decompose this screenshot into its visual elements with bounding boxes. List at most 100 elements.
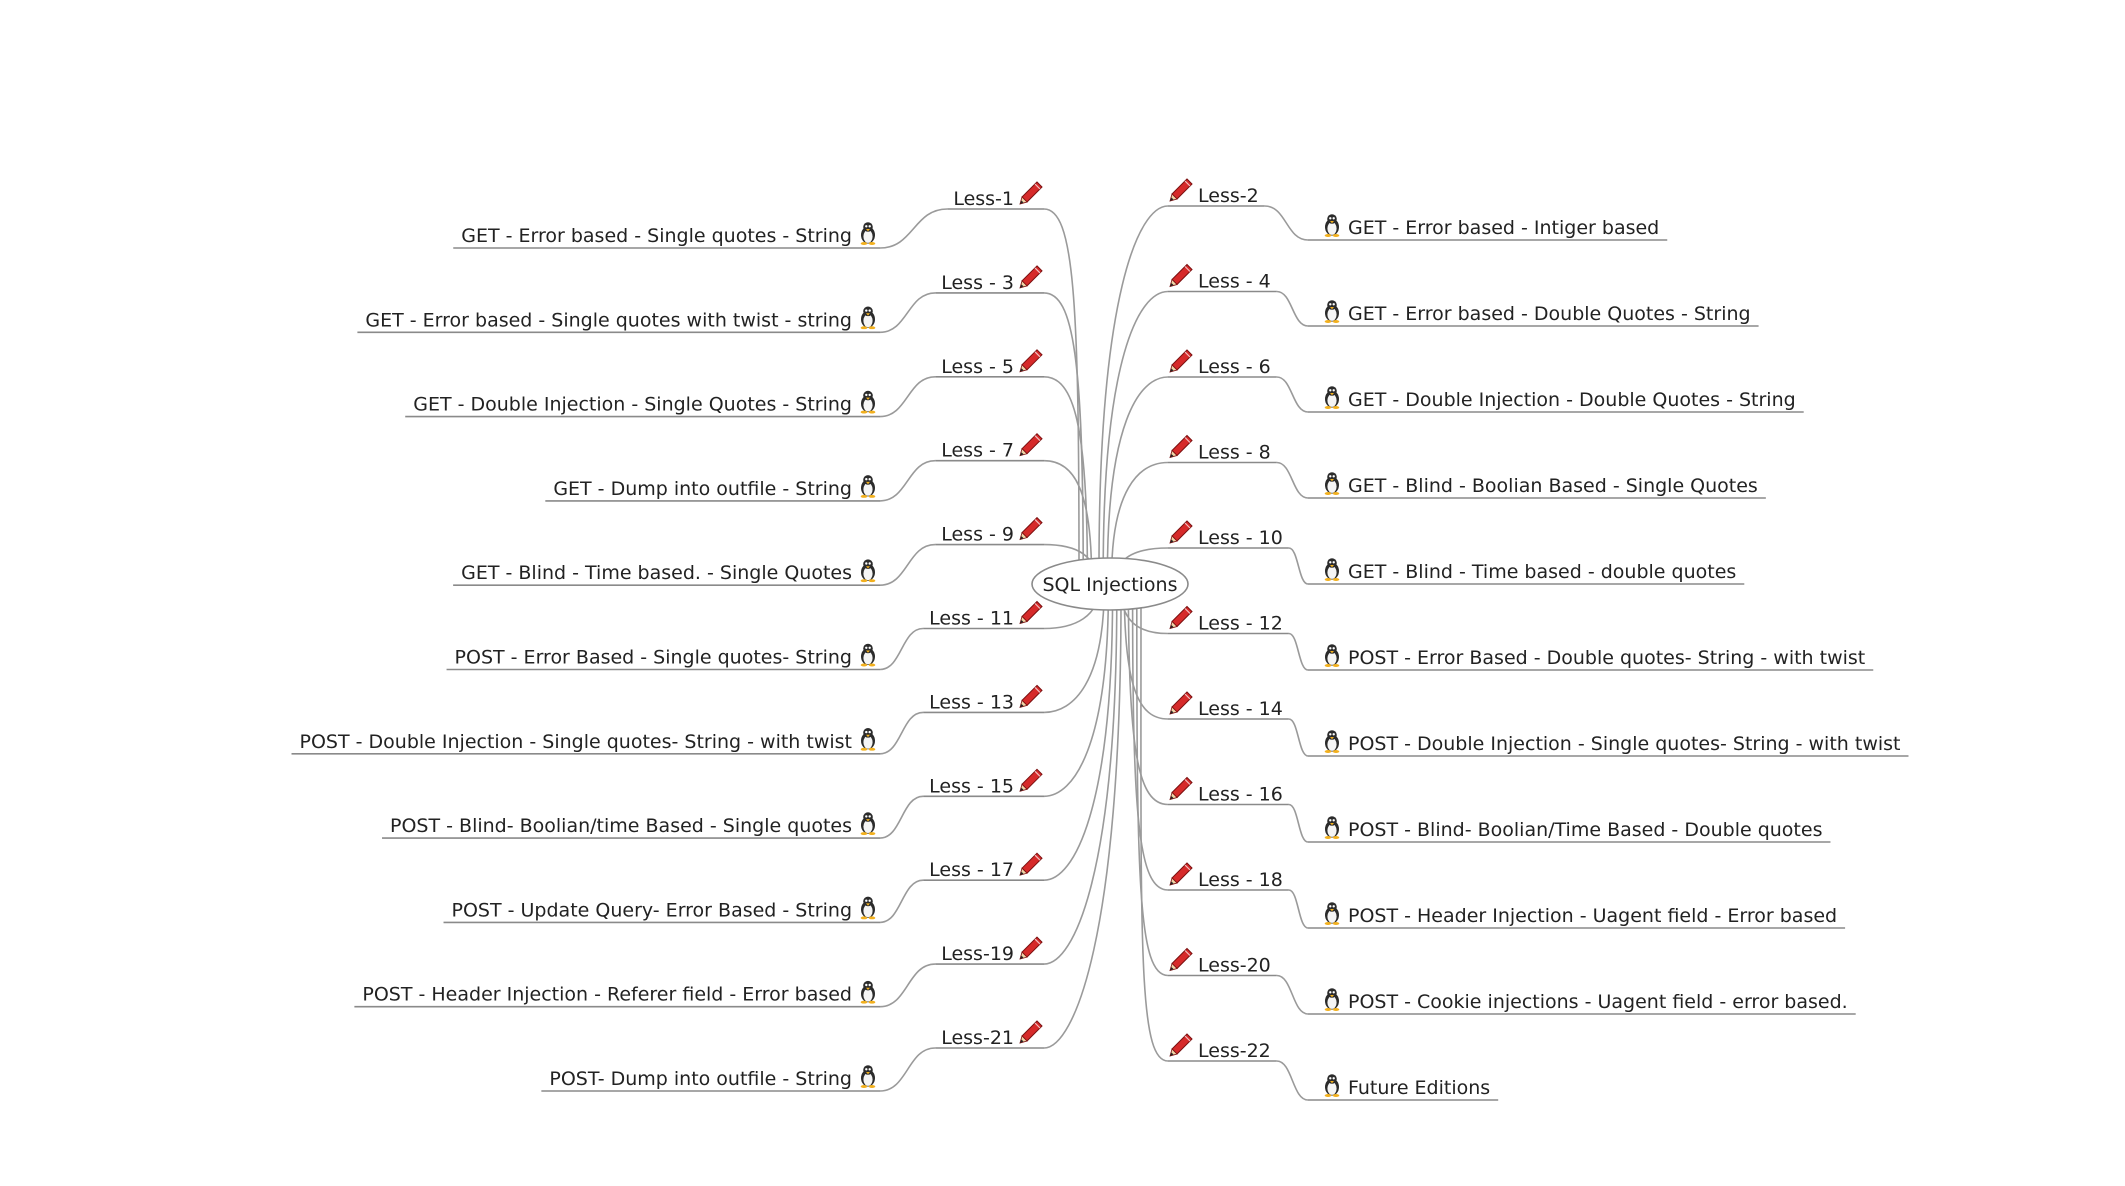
root-node-outline xyxy=(1031,557,1189,611)
red-pencil-icon xyxy=(1019,936,1043,960)
topic-label: GET - Error based - Intiger based xyxy=(1348,217,1659,239)
lesson-label: Less - 17 xyxy=(929,859,1014,881)
branch-connectors xyxy=(879,205,1309,1101)
tux-penguin-icon xyxy=(1324,472,1340,495)
topic-label: GET - Double Injection - Single Quotes -… xyxy=(413,394,852,416)
red-pencil-icon xyxy=(1019,852,1043,876)
lesson-to-topic-connector xyxy=(879,376,936,418)
lesson-label: Less - 14 xyxy=(1198,698,1283,720)
red-pencil-icon xyxy=(1019,768,1043,792)
branch-right-2[interactable]: Less - 4 GET - Error based - Double Quote… xyxy=(1168,263,1759,327)
lesson-label: Less - 4 xyxy=(1198,271,1271,293)
red-pencil-icon xyxy=(1019,600,1043,625)
red-pencil-icon xyxy=(1169,605,1193,630)
tux-penguin-icon xyxy=(1324,730,1340,753)
topic-label: POST - Double Injection - Single quotes-… xyxy=(1348,733,1900,755)
root-node[interactable]: SQL Injections xyxy=(1031,557,1189,611)
branch-left-3[interactable]: Less - 5 GET - Double Injection - Single … xyxy=(405,349,1044,418)
lesson-to-topic-connector xyxy=(879,543,936,586)
lesson-label: Less - 10 xyxy=(1198,527,1283,549)
tux-penguin-icon xyxy=(860,643,876,667)
root-to-lesson-connector xyxy=(1140,599,1169,1062)
topic-label: GET - Blind - Time based. - Single Quote… xyxy=(461,562,852,584)
topic-label: POST - Cookie injections - Uagent field … xyxy=(1348,991,1848,1013)
root-to-lesson-connector xyxy=(1043,596,1118,965)
lesson-label: Less - 8 xyxy=(1198,442,1271,464)
root-to-lesson-connector xyxy=(1043,590,1110,798)
lesson-to-topic-connector xyxy=(879,208,948,249)
red-pencil-icon xyxy=(1019,349,1043,373)
lesson-to-topic-connector xyxy=(1276,1060,1309,1101)
root-to-lesson-connector xyxy=(1102,290,1169,572)
tux-penguin-icon xyxy=(1324,988,1340,1011)
lesson-to-topic-connector xyxy=(879,963,936,1008)
lesson-label: Less-22 xyxy=(1198,1040,1271,1062)
lesson-label: Less-21 xyxy=(941,1027,1014,1049)
lesson-to-topic-connector xyxy=(1288,803,1309,843)
topic-label: POST - Error Based - Double quotes- Stri… xyxy=(1348,647,1865,669)
root-to-lesson-connector xyxy=(1043,599,1122,1049)
topic-label: GET - Error based - Single quotes - Stri… xyxy=(461,225,852,247)
root-to-lesson-connector xyxy=(1043,376,1089,575)
tux-penguin-icon xyxy=(1324,214,1340,237)
lesson-label: Less-20 xyxy=(1198,955,1271,977)
tux-penguin-icon xyxy=(860,559,876,583)
red-pencil-icon xyxy=(1019,516,1043,541)
root-to-lesson-connector xyxy=(1106,376,1169,575)
topic-label: POST - Blind- Boolian/Time Based - Doubl… xyxy=(1348,819,1822,841)
branch-left-9[interactable]: Less - 17 POST - Update Query- Error Base… xyxy=(443,852,1044,924)
lesson-to-topic-connector xyxy=(879,459,936,502)
tux-penguin-icon xyxy=(1324,386,1340,409)
red-pencil-icon xyxy=(1169,862,1193,886)
red-pencil-icon xyxy=(1169,263,1193,288)
topic-label: GET - Dump into outfile - String xyxy=(553,478,852,500)
red-pencil-icon xyxy=(1169,776,1193,801)
topic-label: POST- Dump into outfile - String xyxy=(549,1068,852,1090)
lesson-label: Less-2 xyxy=(1198,185,1259,207)
red-pencil-icon xyxy=(1169,1033,1193,1057)
red-pencil-icon xyxy=(1169,691,1193,715)
lesson-label: Less - 18 xyxy=(1198,869,1283,891)
tux-penguin-icon xyxy=(1324,902,1340,925)
tux-penguin-icon xyxy=(860,896,876,920)
topic-label: GET - Error based - Single quotes with t… xyxy=(365,309,852,331)
tux-penguin-icon xyxy=(860,306,876,330)
topic-label: GET - Error based - Double Quotes - Stri… xyxy=(1348,303,1751,325)
root-to-lesson-connector xyxy=(1043,587,1105,714)
red-pencil-icon xyxy=(1169,520,1193,544)
root-to-lesson-connector xyxy=(1123,587,1169,720)
tux-penguin-icon xyxy=(860,812,876,836)
lesson-to-topic-connector xyxy=(1276,290,1309,327)
topic-label: POST - Double Injection - Single quotes-… xyxy=(300,731,852,753)
lesson-to-topic-connector xyxy=(879,1047,936,1092)
branch-left-2[interactable]: Less - 3 GET - Error based - Single quote… xyxy=(357,265,1044,334)
lesson-label: Less - 3 xyxy=(941,272,1014,294)
red-pencil-icon xyxy=(1019,1020,1043,1044)
lesson-label: Less - 5 xyxy=(941,356,1014,378)
lesson-label: Less - 9 xyxy=(941,524,1014,546)
root-label: SQL Injections xyxy=(1043,574,1178,596)
branch-right-7[interactable]: Less - 14 POST - Double Injection - Singl… xyxy=(1168,691,1909,757)
branch-left-5[interactable]: Less - 9 GET - Blind - Time based. - Sing… xyxy=(453,516,1044,587)
root-to-lesson-connector xyxy=(1098,205,1169,569)
lesson-label: Less-1 xyxy=(953,188,1014,210)
tux-penguin-icon xyxy=(1324,558,1340,581)
topic-label: POST - Update Query- Error Based - Strin… xyxy=(452,899,852,921)
